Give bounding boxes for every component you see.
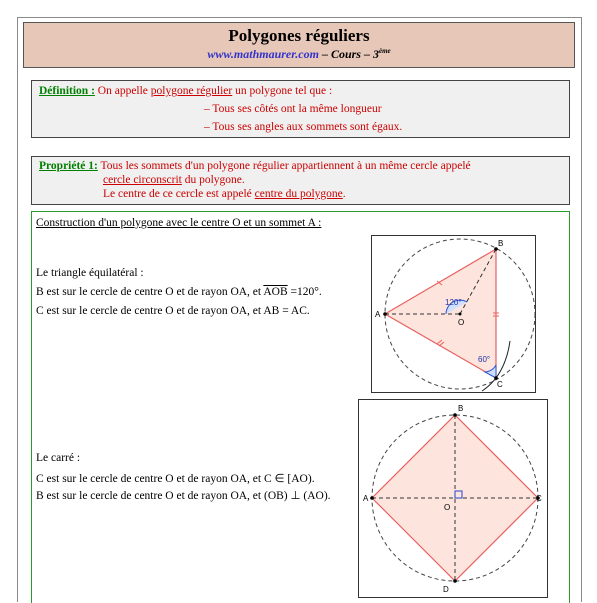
definition-bullet-2: – Tous ses angles aux sommets sont égaux…	[204, 121, 403, 133]
label-a: A	[363, 494, 369, 503]
property-text-1: Tous les sommets d'un polygone régulier …	[97, 160, 471, 172]
triangle-angle-name: AOB	[263, 286, 288, 298]
angle-120-arc	[445, 299, 468, 315]
property-label: Propriété 1:	[39, 160, 98, 172]
property-term-2: centre du polygone	[254, 188, 343, 200]
subtitle-rest: – Cours – 3	[318, 47, 379, 61]
page-subtitle: www.mathmaurer.com – Cours – 3ème	[24, 47, 574, 62]
property-line-2: cercle circonscrit du polygone.	[103, 174, 245, 186]
tick-ab	[436, 280, 443, 286]
property-text-2: du polygone.	[181, 174, 245, 186]
property-line-1: Propriété 1: Tous les sommets d'un polyg…	[39, 160, 471, 172]
page-header: Polygones réguliers www.mathmaurer.com –…	[23, 22, 575, 68]
page-title: Polygones réguliers	[228, 26, 370, 45]
property-box: Propriété 1: Tous les sommets d'un polyg…	[31, 156, 570, 205]
definition-text-b: un polygone tel que :	[232, 85, 333, 97]
square-line-2: B est sur le cercle de centre O et de ra…	[36, 490, 331, 502]
compass-arc	[481, 340, 511, 392]
square-figure: A B C D O	[358, 399, 548, 598]
label-b: B	[458, 404, 463, 413]
tick-ac-1	[436, 339, 443, 345]
label-d: D	[443, 585, 449, 594]
label-angle-60: 60°	[478, 355, 490, 364]
property-term-1: cercle circonscrit	[103, 174, 182, 186]
angle-60-arc	[483, 364, 497, 379]
triangle-line-2: C est sur le cercle de centre O et de ra…	[36, 305, 310, 317]
triangle-line-1a: B est sur le cercle de centre O et de ra…	[36, 286, 264, 298]
property-text-3b: .	[342, 188, 346, 200]
site-link[interactable]: www.mathmaurer.com	[207, 47, 319, 61]
triangle-figure: A B C O 120° 60°	[371, 235, 536, 393]
triangle-line-1b: =120°.	[287, 286, 322, 298]
radius-ob	[459, 248, 497, 315]
definition-label: Définition :	[39, 85, 95, 97]
label-b: B	[498, 239, 503, 248]
square-line-1: C est sur le cercle de centre O et de ra…	[36, 473, 315, 485]
label-a: A	[375, 310, 381, 319]
label-c: C	[497, 380, 503, 389]
label-o: O	[458, 318, 464, 327]
label-angle-120: 120°	[445, 298, 462, 307]
construction-heading: Construction d'un polygone avec le centr…	[36, 217, 322, 229]
label-o: O	[444, 503, 450, 512]
definition-text-a: On appelle	[94, 85, 151, 97]
label-c: C	[536, 494, 542, 503]
definition-box: Définition : On appelle polygone régulie…	[31, 80, 570, 138]
triangle-line-1: B est sur le cercle de centre O et de ra…	[36, 286, 322, 298]
page-frame: Polygones réguliers www.mathmaurer.com –…	[17, 17, 582, 603]
property-text-3a: Le centre de ce cercle est appelé	[103, 188, 255, 200]
definition-term: polygone régulier	[150, 85, 233, 97]
square-title: Le carré :	[36, 452, 81, 464]
right-angle-mark	[454, 490, 463, 499]
construction-box: Construction d'un polygone avec le centr…	[31, 211, 570, 603]
subtitle-sup: ème	[378, 47, 391, 55]
triangle-diagram: A B C O 120° 60°	[375, 238, 536, 392]
property-line-3: Le centre de ce cercle est appelé centre…	[103, 188, 346, 200]
square-diagram: A B C D O	[363, 404, 542, 594]
definition-line: Définition : On appelle polygone régulie…	[39, 85, 332, 97]
tick-ac-2	[438, 341, 445, 347]
triangle-title: Le triangle équilatéral :	[36, 267, 144, 279]
definition-bullet-1: – Tous ses côtés ont la même longueur	[204, 103, 382, 115]
